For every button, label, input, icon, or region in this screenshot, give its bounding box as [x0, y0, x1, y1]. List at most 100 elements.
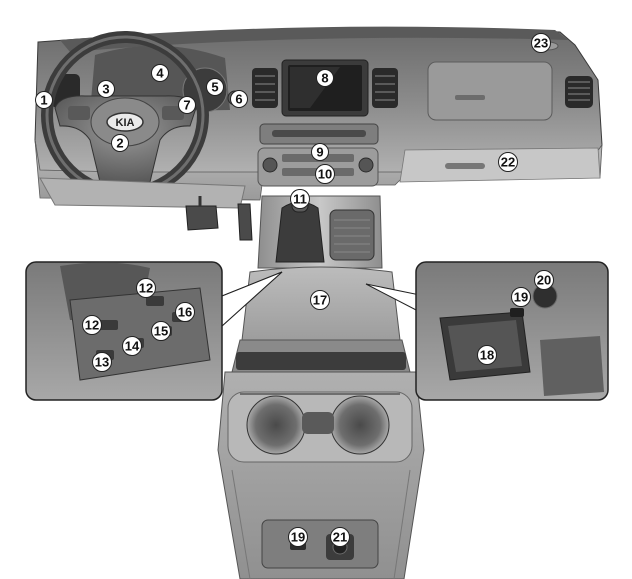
right-vent: [565, 76, 593, 108]
callout-marker: [82, 315, 102, 335]
callout-marker: [310, 290, 330, 310]
upper-storage-handle: [455, 95, 485, 100]
cup-holder-right: [330, 395, 390, 455]
callout-label: 7: [183, 98, 190, 113]
callout-marker: [315, 164, 335, 184]
climate-right-knob: [358, 157, 374, 173]
callout-c18: 18: [477, 345, 497, 365]
switch-btn-d: [146, 296, 164, 306]
callout-label: 21: [333, 530, 347, 545]
center-left-vent: [252, 68, 278, 108]
callout-marker: [230, 90, 248, 108]
center-console: [257, 189, 383, 269]
callout-c5: 5: [206, 78, 224, 96]
callout-marker: [151, 64, 169, 82]
callout-marker: [498, 152, 518, 172]
callout-label: 19: [291, 530, 305, 545]
callout-marker: [511, 287, 531, 307]
rear-port-panel: [261, 519, 379, 569]
steering-left-switches: [68, 106, 90, 120]
callout-marker: [136, 278, 156, 298]
callout-c11: 11: [290, 189, 310, 209]
callout-label: 22: [501, 155, 515, 170]
callout-marker: [122, 336, 142, 356]
callout-marker: [290, 189, 310, 209]
callout-label: 13: [95, 355, 109, 370]
callouts: 1234567891011121213141516171819192021222…: [35, 33, 554, 547]
upper-storage-panel: [427, 61, 553, 121]
cup-holder-left: [246, 395, 306, 455]
callout-label: 2: [116, 136, 123, 151]
console-tray: [329, 209, 375, 261]
callout-label: 3: [102, 82, 109, 97]
callout-marker: [288, 527, 308, 547]
callout-marker: [531, 33, 551, 53]
callout-marker: [311, 143, 329, 161]
callout-marker: [178, 96, 196, 114]
brake-pedal: [185, 205, 219, 231]
center-right-vent: [372, 68, 398, 108]
switch-btn-a: [100, 320, 118, 330]
armrest-console: [217, 266, 425, 579]
callout-label: 23: [534, 36, 548, 51]
callout-c4: 4: [151, 64, 169, 82]
callout-c12a: 12: [136, 278, 156, 298]
callout-c3: 3: [97, 80, 115, 98]
right-inset-side-tray: [540, 336, 604, 396]
callout-label: 12: [139, 281, 153, 296]
callout-label: 18: [480, 348, 494, 363]
callout-c8: 8: [316, 69, 334, 87]
callout-marker: [534, 270, 554, 290]
right-inset-usb: [510, 308, 524, 317]
dashboard: KIA: [34, 26, 603, 209]
callout-label: 11: [293, 192, 307, 207]
kia-logo-text: KIA: [116, 117, 135, 129]
callout-marker: [316, 69, 334, 87]
audio-display-strip: [272, 130, 366, 137]
callout-label: 10: [318, 167, 332, 182]
callout-marker: [35, 91, 53, 109]
callout-c19b: 19: [288, 527, 308, 547]
callout-c17: 17: [310, 290, 330, 310]
callout-c15: 15: [151, 321, 171, 341]
callout-label: 19: [514, 290, 528, 305]
climate-left-knob: [262, 157, 278, 173]
callout-label: 17: [313, 293, 327, 308]
callout-label: 14: [125, 339, 140, 354]
dash-top-lip: [60, 26, 568, 52]
callout-label: 4: [156, 66, 164, 81]
right-inset: [365, 261, 609, 401]
callout-label: 1: [40, 93, 47, 108]
center-vent-louvers: [255, 75, 395, 101]
callout-marker: [97, 80, 115, 98]
callout-c1: 1: [35, 91, 53, 109]
callout-label: 12: [85, 318, 99, 333]
callout-marker: [111, 134, 129, 152]
callout-marker: [206, 78, 224, 96]
callout-label: 20: [537, 273, 551, 288]
callout-label: 6: [235, 92, 242, 107]
rear-console-edge-left: [231, 469, 251, 579]
kia-logo-badge: [106, 112, 144, 132]
callout-c21: 21: [330, 527, 350, 547]
callout-label: 16: [178, 305, 192, 320]
callout-label: 8: [321, 71, 328, 86]
console-dark-band: [236, 352, 406, 370]
callout-c9: 9: [311, 143, 329, 161]
callout-c7: 7: [178, 96, 196, 114]
callout-c14: 14: [122, 336, 142, 356]
callout-c16: 16: [175, 302, 195, 322]
callout-c19a: 19: [511, 287, 531, 307]
right-vent-louvers: [568, 81, 590, 101]
callout-c22: 22: [498, 152, 518, 172]
callout-c20: 20: [534, 270, 554, 290]
callout-marker: [175, 302, 195, 322]
callout-c12b: 12: [82, 315, 102, 335]
callout-label: 5: [211, 80, 218, 95]
rear-console-edge-right: [393, 469, 411, 579]
cup-holder-bridge: [302, 412, 334, 434]
callout-marker: [151, 321, 171, 341]
callout-c13: 13: [92, 352, 112, 372]
pedals: [185, 196, 253, 241]
